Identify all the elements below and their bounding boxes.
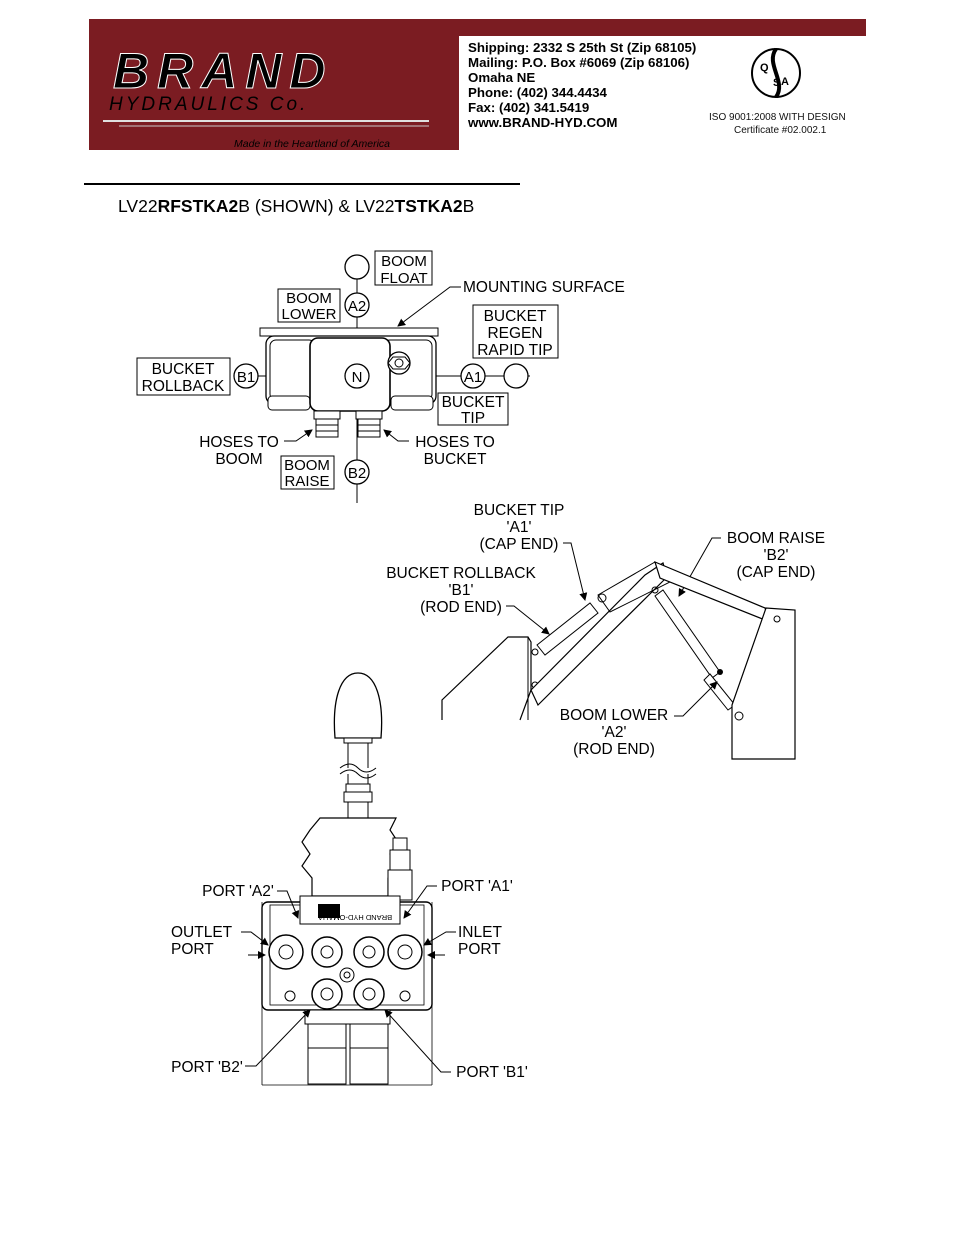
port-b2-label: B2 <box>348 465 366 482</box>
label-boom-float-2: FLOAT <box>380 270 427 287</box>
tagline: Made in the Heartland of America <box>234 138 390 150</box>
brand-sub: HYDRAULICS Co. <box>109 94 308 115</box>
port-view-diagram: BRAND HYD-OMAHA PORT 'A2' PORT <box>171 672 528 1086</box>
label-hoses-boom-1: HOSES TO <box>199 434 279 451</box>
valve-plate-text: BRAND HYD-OMAHA <box>318 913 392 922</box>
label-outlet-1: OUTLET <box>171 924 233 941</box>
label-loader-bucket-tip-3: (CAP END) <box>480 536 559 553</box>
port-b1-label: B1 <box>237 369 255 386</box>
label-outlet-2: PORT <box>171 941 214 958</box>
label-hoses-bucket-1: HOSES TO <box>415 434 495 451</box>
label-loader-boom-raise-1: BOOM RAISE <box>727 530 825 547</box>
label-bucket-regen-1: BUCKET <box>484 308 547 325</box>
label-bucket-regen-3: RAPID TIP <box>477 342 553 359</box>
svg-text:A: A <box>781 76 789 88</box>
label-boom-float-1: BOOM <box>381 253 427 270</box>
loader-diagram: BUCKET TIP 'A1' (CAP END) BUCKET ROLLBAC… <box>386 502 825 760</box>
fax: Fax: (402) 341.5419 <box>468 100 590 115</box>
label-port-a2: PORT 'A2' <box>202 883 274 900</box>
label-boom-raise-1: BOOM <box>284 457 330 474</box>
label-boom-lower-2: LOWER <box>281 306 336 323</box>
label-port-b2: PORT 'B2' <box>171 1059 243 1076</box>
city: Omaha NE <box>468 70 536 85</box>
label-loader-rollback-2: 'B1' <box>449 582 474 599</box>
label-bucket-rollback-1: BUCKET <box>152 361 215 378</box>
label-inlet-2: PORT <box>458 941 501 958</box>
label-loader-boom-raise-2: 'B2' <box>764 547 789 564</box>
shipping-address: Shipping: 2332 S 25th St (Zip 68105) <box>468 40 697 55</box>
iso-cert: Certificate #02.002.1 <box>734 125 827 136</box>
iso-text: ISO 9001:2008 WITH DESIGN <box>709 112 846 123</box>
label-bucket-tip-1: BUCKET <box>442 394 505 411</box>
label-loader-rollback-3: (ROD END) <box>420 599 502 616</box>
label-bucket-rollback-2: ROLLBACK <box>142 378 225 395</box>
title-rule <box>84 183 520 185</box>
website-link[interactable]: www.BRAND-HYD.COM <box>468 115 618 130</box>
label-loader-boom-lower-2: 'A2' <box>602 724 627 741</box>
label-bucket-regen-2: REGEN <box>487 325 542 342</box>
label-loader-boom-raise-3: (CAP END) <box>737 564 816 581</box>
label-mounting-surface: MOUNTING SURFACE <box>463 279 625 296</box>
page-title: LV22RFSTKA2B (SHOWN) & LV22TSTKA2B <box>118 196 475 216</box>
brand-logo: BRAND HYDRAULICS Co. Made in the Heartla… <box>89 36 459 150</box>
port-a1-label: A1 <box>464 369 482 386</box>
label-loader-boom-lower-3: (ROD END) <box>573 741 655 758</box>
label-inlet-1: INLET <box>458 924 502 941</box>
port-a2-label: A2 <box>348 298 366 315</box>
svg-text:S: S <box>773 77 780 89</box>
iso-seal-icon: Q S A <box>751 47 801 99</box>
brand-main: BRAND <box>113 43 334 99</box>
valve-top-view: BOOM FLOAT A2 BOOM LOWER MOUNTING SURFAC… <box>136 250 625 503</box>
phone: Phone: (402) 344.4434 <box>468 85 607 100</box>
mailing-address: Mailing: P.O. Box #6069 (Zip 68106) <box>468 55 690 70</box>
contact-block: Shipping: 2332 S 25th St (Zip 68105) Mai… <box>468 40 696 130</box>
label-hoses-bucket-2: BUCKET <box>424 451 487 468</box>
header-banner: BRAND HYDRAULICS Co. Made in the Heartla… <box>89 19 866 150</box>
label-boom-raise-2: RAISE <box>284 473 329 490</box>
label-bucket-tip-2: TIP <box>461 410 485 427</box>
port-n-label: N <box>352 369 363 386</box>
label-loader-bucket-tip-1: BUCKET TIP <box>474 502 565 519</box>
label-loader-boom-lower-1: BOOM LOWER <box>560 707 669 724</box>
label-port-a1: PORT 'A1' <box>441 878 513 895</box>
contact-panel: Shipping: 2332 S 25th St (Zip 68105) Mai… <box>459 36 866 150</box>
label-boom-lower-1: BOOM <box>286 290 332 307</box>
label-hoses-boom-2: BOOM <box>215 451 262 468</box>
label-port-b1: PORT 'B1' <box>456 1064 528 1081</box>
label-loader-rollback-1: BUCKET ROLLBACK <box>386 565 536 582</box>
svg-text:Q: Q <box>760 62 769 74</box>
label-loader-bucket-tip-2: 'A1' <box>507 519 532 536</box>
